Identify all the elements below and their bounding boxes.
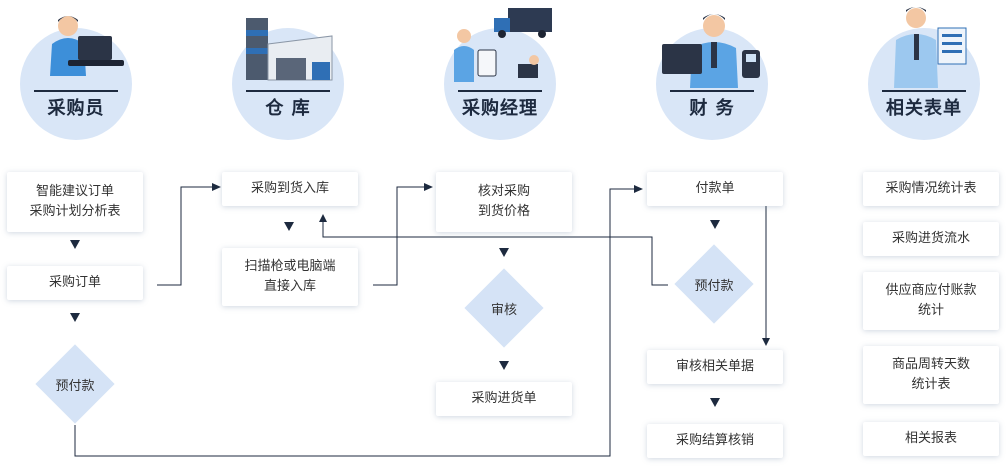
connector-scan-to-check xyxy=(373,186,424,286)
role-forms: 相关表单 xyxy=(868,7,980,140)
warehouse-building-icon xyxy=(246,18,333,81)
box-payment[interactable]: 付款单 xyxy=(647,172,783,206)
box-settlement[interactable]: 采购结算核销 xyxy=(647,424,783,458)
decision-manager-review[interactable]: 审核 xyxy=(464,268,544,348)
connector-finance-prepay-to-receipt xyxy=(322,222,668,286)
form-related-reports[interactable]: 相关报表 xyxy=(863,422,999,456)
form-purchase-stats[interactable]: 采购情况统计表 xyxy=(863,172,999,206)
buyer-laptop-icon xyxy=(50,16,124,76)
box-purchase-receipt[interactable]: 采购进货单 xyxy=(436,382,572,416)
role-label-manager: 采购经理 xyxy=(462,98,538,119)
forms-document-icon xyxy=(894,7,967,88)
arrowhead-receipt xyxy=(212,183,221,191)
arrow-down-icon xyxy=(499,248,509,257)
form-purchase-flow[interactable]: 采购进货流水 xyxy=(863,222,999,256)
decision-finance-prepay[interactable]: 预付款 xyxy=(674,244,754,324)
role-label-finance: 财 务 xyxy=(689,98,735,119)
role-manager: 采购经理 xyxy=(444,8,556,140)
decision-buyer-prepay-label: 预付款 xyxy=(55,378,95,394)
finance-pos-icon xyxy=(662,14,760,88)
arrowhead-check xyxy=(424,183,433,191)
connector-prepay-to-payment xyxy=(74,188,634,457)
role-label-buyer: 采购员 xyxy=(47,98,105,119)
role-finance: 财 务 xyxy=(656,14,768,140)
role-label-forms: 相关表单 xyxy=(886,98,962,119)
arrowhead-payment xyxy=(634,185,643,193)
role-label-warehouse: 仓 库 xyxy=(265,98,311,119)
role-buyer: 采购员 xyxy=(20,16,132,140)
role-warehouse: 仓 库 xyxy=(232,18,344,140)
manager-truck-icon xyxy=(454,8,552,82)
decision-manager-review-label: 审核 xyxy=(490,302,517,318)
arrow-down-icon xyxy=(710,398,720,407)
box-scan-entry[interactable]: 扫描枪或电脑端 直接入库 xyxy=(222,248,358,306)
box-goods-receipt[interactable]: 采购到货入库 xyxy=(222,172,358,206)
box-smart-order[interactable]: 智能建议订单 采购计划分析表 xyxy=(7,172,143,232)
arrow-down-icon xyxy=(70,240,80,249)
connector-order-to-receipt xyxy=(157,186,212,286)
arrowhead-receipt-up xyxy=(319,214,327,222)
box-check-price[interactable]: 核对采购 到货价格 xyxy=(436,172,572,232)
decision-buyer-prepay[interactable]: 预付款 xyxy=(35,344,115,424)
box-purchase-order[interactable]: 采购订单 xyxy=(7,266,143,300)
arrow-down-icon xyxy=(284,222,294,231)
form-supplier-payables[interactable]: 供应商应付账款 统计 xyxy=(863,272,999,330)
arrow-down-icon xyxy=(710,220,720,229)
arrow-down-icon xyxy=(499,361,509,370)
form-turnover-days[interactable]: 商品周转天数 统计表 xyxy=(863,346,999,404)
decision-finance-prepay-label: 预付款 xyxy=(694,278,734,294)
box-review-docs[interactable]: 审核相关单据 xyxy=(647,350,783,384)
arrow-down-icon xyxy=(70,313,80,322)
arrowhead-finance-down xyxy=(762,338,770,346)
